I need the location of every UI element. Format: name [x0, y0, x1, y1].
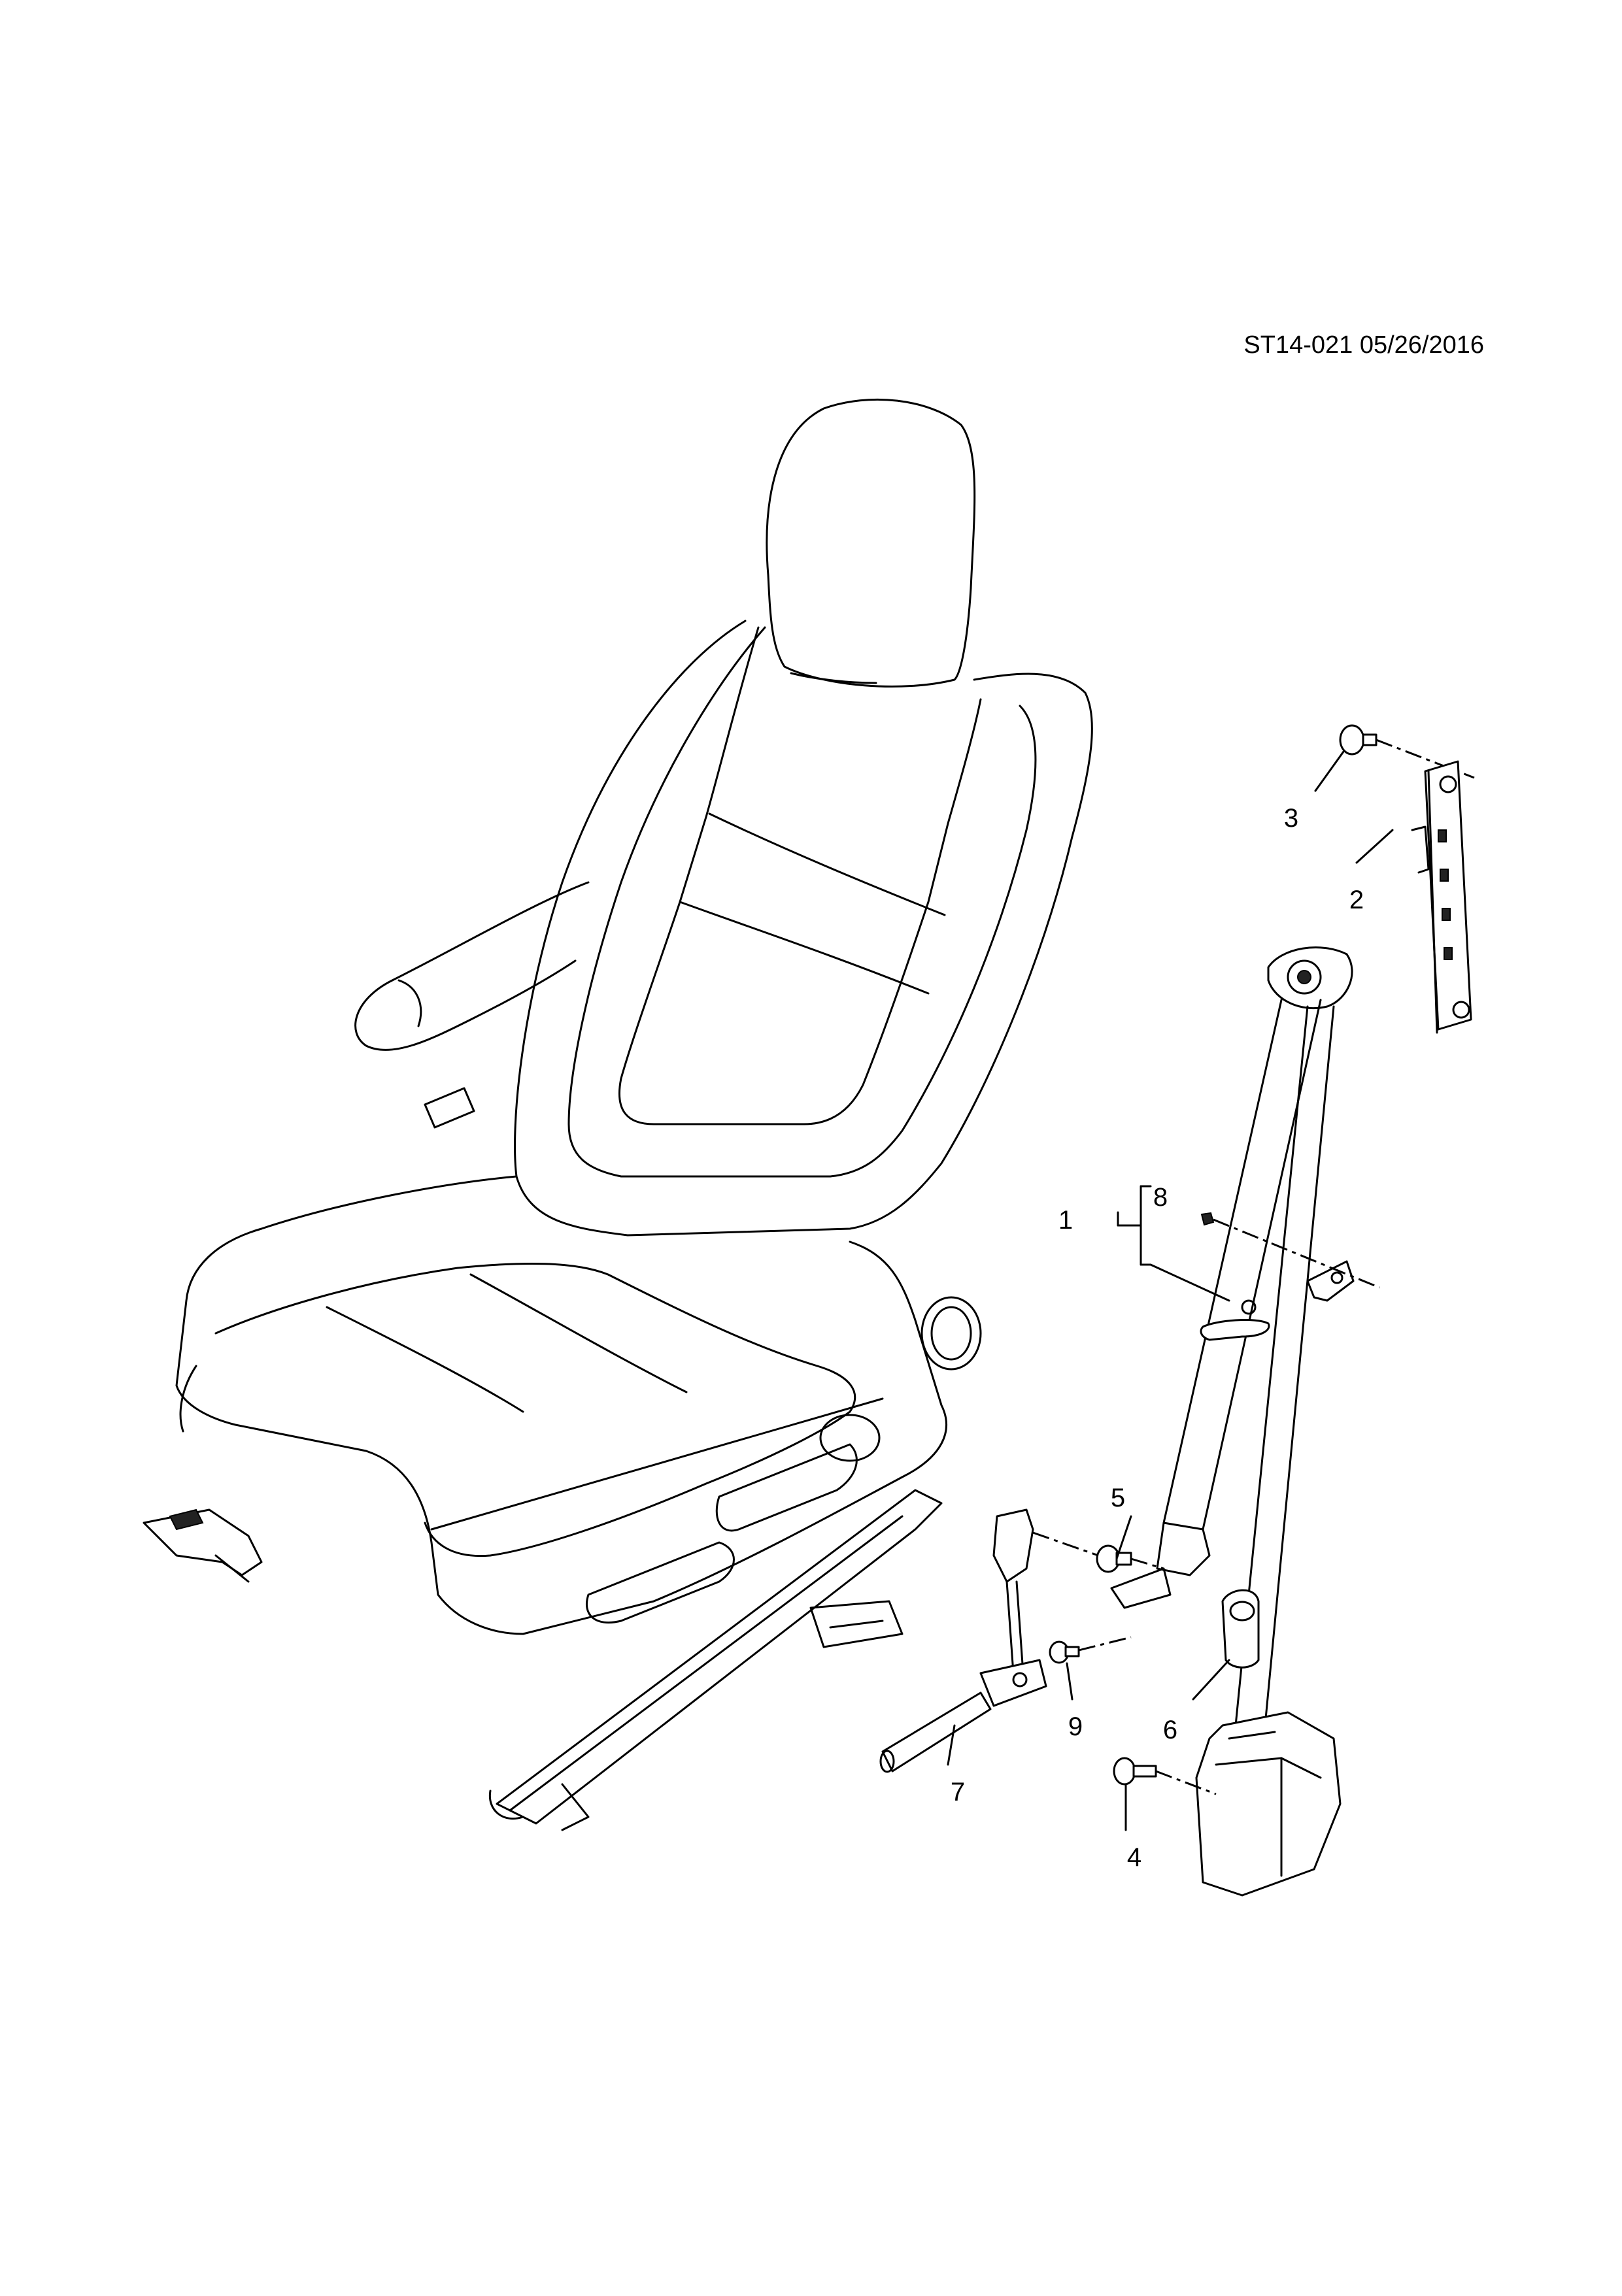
leader-lines [947, 750, 1394, 1831]
callout-8: 8 [1153, 1183, 1168, 1212]
retractor [1195, 1711, 1342, 1897]
callout-7: 7 [951, 1778, 965, 1806]
callout-6: 6 [1163, 1716, 1177, 1744]
callout-3: 3 [1284, 804, 1298, 833]
part-6-cover [1221, 1589, 1260, 1669]
part-5-spacer [1032, 1531, 1164, 1573]
headrest [766, 398, 976, 688]
reference-id: ST14-021 05/26/2016 [1243, 331, 1484, 359]
callout-4: 4 [1127, 1843, 1141, 1872]
part-2-height-adjuster [1411, 760, 1472, 1034]
part-7-buckle [879, 1508, 1047, 1773]
part-4-bolt [1113, 1757, 1217, 1795]
callout-9: 9 [1068, 1712, 1083, 1741]
backrest [514, 620, 1093, 1237]
callout-1: 1 [1058, 1206, 1073, 1235]
callout-2: 2 [1349, 886, 1364, 914]
recliner-knob [921, 1296, 982, 1371]
part-1-seat-belt [1110, 946, 1355, 1897]
seat-rail [496, 1489, 943, 1825]
seat-illustration [143, 398, 1093, 1831]
callout-numbers: 3 2 1 8 5 6 9 7 4 [951, 804, 1364, 1872]
armrest [354, 881, 590, 1051]
part-9-nut [1049, 1636, 1132, 1664]
part-8-clip [1200, 1212, 1380, 1289]
callout-5: 5 [1111, 1484, 1125, 1512]
seat-cushion [175, 1175, 947, 1635]
